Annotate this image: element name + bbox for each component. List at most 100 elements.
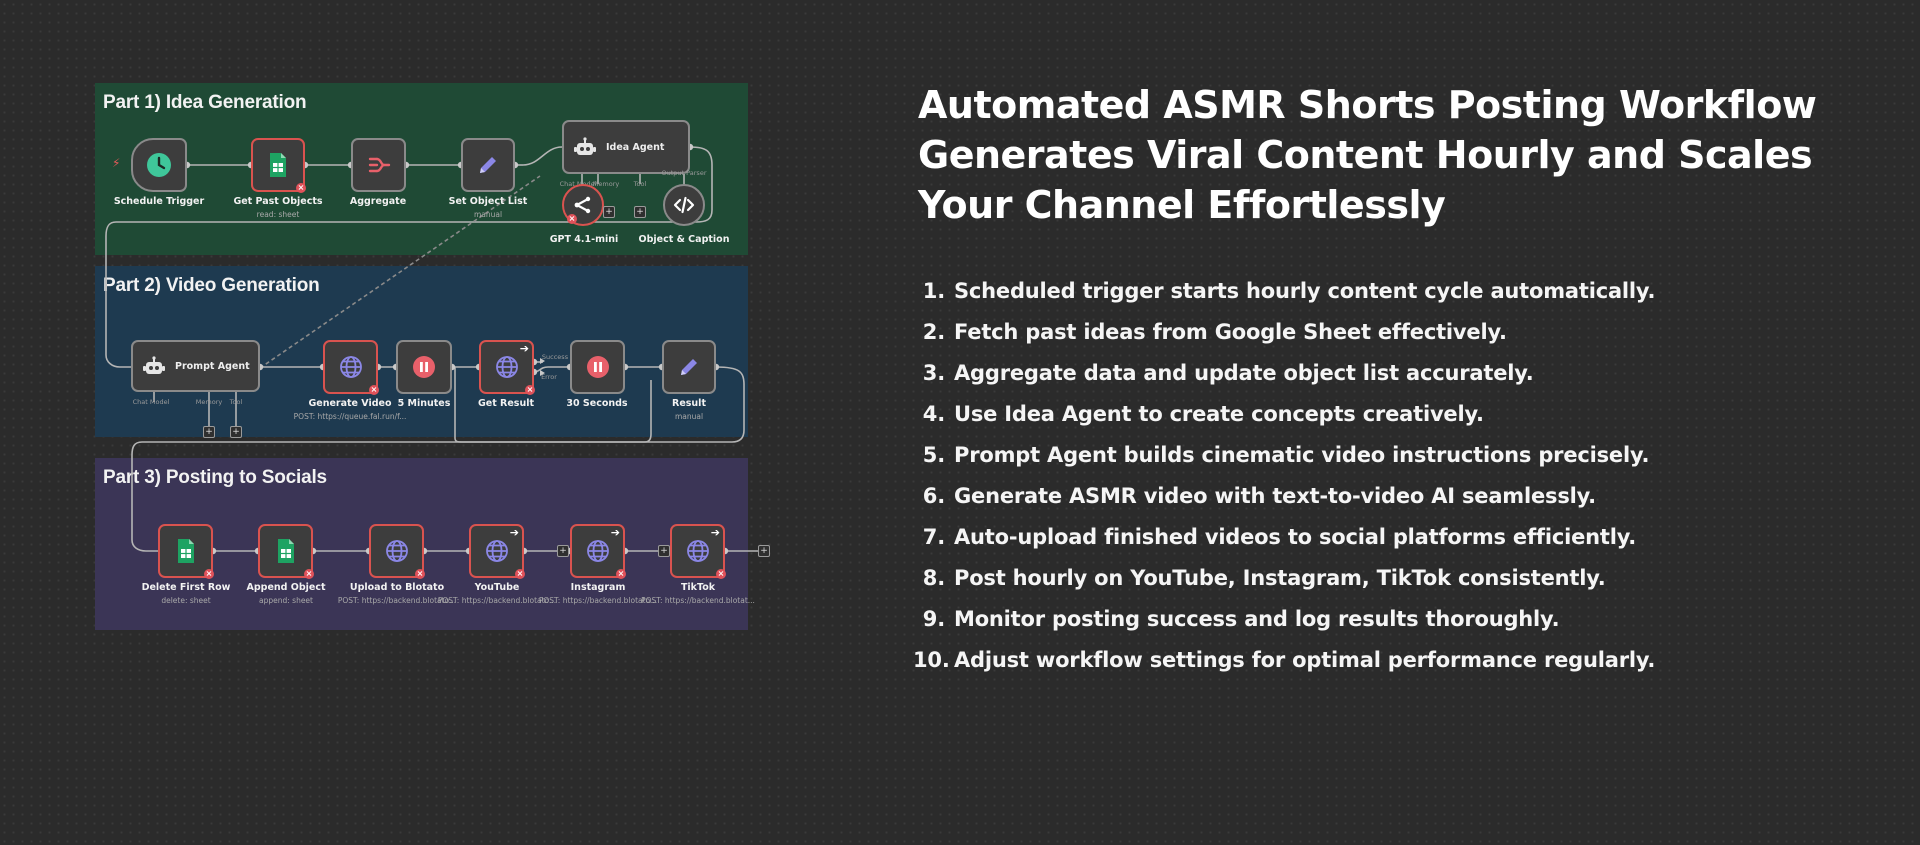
node-sublabel: manual (473, 210, 503, 219)
step-text: Auto-upload finished videos to social pl… (954, 525, 1637, 549)
node-label: TikTok (680, 582, 716, 593)
add-tool-plus-icon[interactable]: + (230, 426, 242, 438)
node-label: 5 Minutes (397, 398, 451, 409)
step-text: Use Idea Agent to create concepts creati… (954, 402, 1484, 426)
node-gpt-model[interactable]: × (562, 184, 604, 226)
node-sublabel: delete: sheet (161, 596, 211, 605)
step-number: 1. (922, 279, 945, 303)
node-get-result[interactable]: ➔ × (479, 340, 535, 395)
step-number: 2. (922, 320, 945, 344)
node-object-caption[interactable] (663, 184, 705, 226)
clock-icon (147, 153, 171, 177)
step-number: 7. (922, 525, 945, 549)
node-label: 30 Seconds (566, 398, 628, 409)
step-text: Monitor posting success and log results … (954, 607, 1560, 631)
node-delete-first-row[interactable]: × (158, 524, 214, 579)
error-badge-icon: × (525, 385, 535, 395)
node-wait-5-minutes[interactable] (396, 340, 452, 394)
step-number: 6. (922, 484, 945, 508)
node-youtube[interactable]: ➔ × (469, 524, 525, 579)
node-label: Object & Caption (638, 234, 730, 245)
step-text: Aggregate data and update object list ac… (954, 361, 1534, 385)
trigger-bolt-icon: ⚡ (112, 156, 121, 170)
node-label: Instagram (570, 582, 626, 593)
openai-icon (574, 196, 591, 214)
error-badge-icon: × (415, 569, 425, 579)
step-number: 9. (922, 607, 945, 631)
step-text: Generate ASMR video with text-to-video A… (954, 484, 1596, 508)
step-number: 4. (922, 402, 945, 426)
pause-icon (413, 356, 435, 378)
node-label: Upload to Blotato (349, 582, 445, 593)
arrow-right-icon: ➔ (610, 526, 620, 539)
arrow-right-icon: ➔ (710, 526, 720, 539)
robot-icon (143, 356, 165, 374)
error-badge-icon: × (296, 183, 306, 193)
port-label: Memory (195, 398, 223, 406)
add-node-plus-icon[interactable]: + (658, 545, 670, 557)
node-label: Set Object List (448, 196, 528, 207)
node-get-past-objects[interactable]: × (251, 138, 306, 193)
step-number: 10. (913, 648, 950, 672)
pencil-icon (681, 359, 697, 375)
headline: Automated ASMR Shorts Posting Workflow G… (918, 83, 1817, 227)
node-sublabel: POST: https://queue.fal.run/f... (293, 412, 407, 421)
node-sublabel: POST: https://backend.blotat... (641, 596, 755, 605)
node-label: Schedule Trigger (113, 196, 205, 207)
node-idea-agent[interactable]: Idea Agent (562, 120, 690, 174)
port-label: Tool (229, 398, 243, 406)
node-label: Result (672, 398, 706, 409)
node-wait-30-seconds[interactable] (570, 340, 625, 394)
port-label: Chat Model (132, 398, 170, 406)
globe-icon (686, 540, 709, 562)
node-tiktok[interactable]: ➔ × (670, 524, 726, 579)
port-label: Output Parser (661, 169, 707, 177)
error-badge-icon: × (616, 569, 626, 579)
arrow-right-icon: ➔ (519, 342, 529, 355)
node-label: Aggregate (349, 196, 407, 207)
step-number: 8. (922, 566, 945, 590)
add-memory-plus-icon[interactable]: + (203, 426, 215, 438)
node-label: Delete First Row (141, 582, 231, 593)
node-append-object[interactable]: × (258, 524, 314, 579)
add-memory-plus-icon[interactable]: + (603, 206, 615, 218)
add-node-plus-icon[interactable]: + (557, 545, 569, 557)
node-result[interactable] (662, 340, 716, 394)
add-tool-plus-icon[interactable]: + (634, 206, 646, 218)
step-text: Post hourly on YouTube, Instagram, TikTo… (954, 566, 1606, 590)
error-badge-icon: × (304, 569, 314, 579)
step-text: Fetch past ideas from Google Sheet effec… (954, 320, 1507, 344)
node-upload-blotato[interactable]: × (369, 524, 425, 579)
error-badge-icon: × (515, 569, 525, 579)
google-sheets-icon (277, 539, 294, 563)
node-instagram[interactable]: ➔ × (570, 524, 626, 579)
node-sublabel: read: sheet (256, 210, 300, 219)
arrow-right-icon: ➔ (509, 526, 519, 539)
node-label: Get Past Objects (233, 196, 323, 207)
globe-icon (495, 356, 518, 378)
section-title: Part 2) Video Generation (103, 275, 320, 296)
node-sublabel: POST: https://backend.blotato... (538, 596, 658, 605)
port-label: Memory (592, 180, 620, 188)
node-sublabel: POST: https://backend.blotato... (337, 596, 457, 605)
robot-icon (574, 137, 596, 155)
node-prompt-agent[interactable]: Prompt Agent (131, 340, 260, 392)
node-sublabel: manual (674, 412, 704, 421)
node-label: Generate Video (308, 398, 392, 409)
globe-icon (385, 540, 408, 562)
pencil-icon (480, 157, 496, 173)
node-sublabel: append: sheet (259, 596, 313, 605)
node-generate-video[interactable]: × (323, 340, 379, 395)
node-aggregate[interactable] (351, 138, 406, 192)
node-set-object-list[interactable] (461, 138, 515, 192)
google-sheets-icon (270, 153, 286, 177)
node-label: Get Result (477, 398, 535, 409)
error-badge-icon: × (716, 569, 726, 579)
node-label: Append Object (246, 582, 326, 593)
step-text: Scheduled trigger starts hourly content … (954, 279, 1656, 303)
error-badge-icon: × (204, 569, 214, 579)
node-schedule-trigger[interactable] (131, 138, 187, 192)
add-node-plus-icon[interactable]: + (758, 545, 770, 557)
node-label: GPT 4.1-mini (549, 234, 619, 245)
error-badge-icon: × (369, 385, 379, 395)
